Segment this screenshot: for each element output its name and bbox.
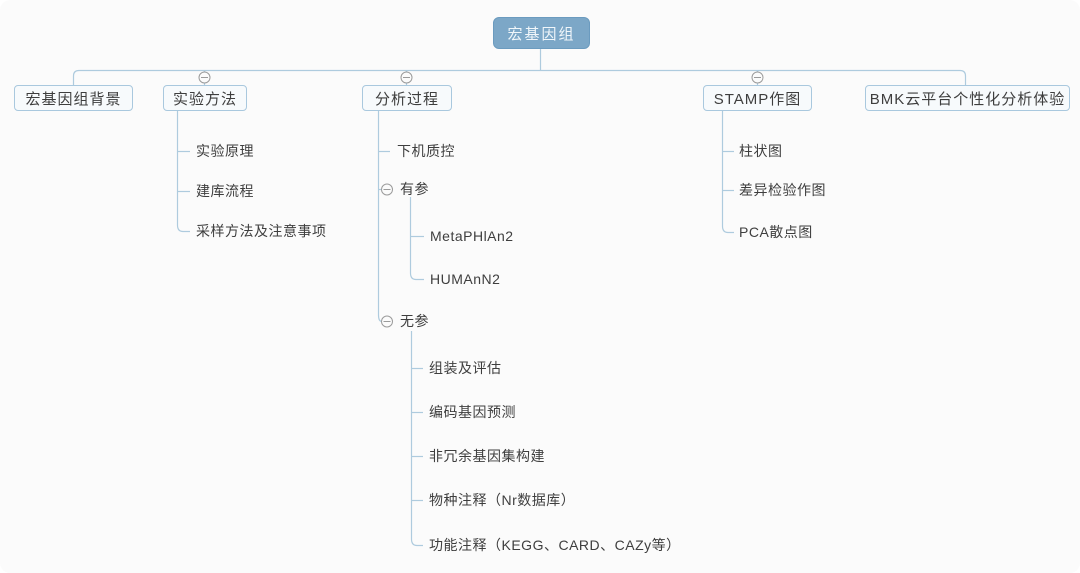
topic-root[interactable]: 宏基因组 [493,17,590,49]
topic-humann2[interactable]: HUMAnN2 [430,271,501,287]
topic-experiment-principle[interactable]: 实验原理 [196,143,254,159]
topic-reference-free[interactable]: 无参 [400,313,429,329]
topic-raw-data-qc[interactable]: 下机质控 [397,143,455,159]
topic-difference-test-plot[interactable]: 差异检验作图 [739,182,826,198]
topic-gene-prediction[interactable]: 编码基因预测 [429,404,516,420]
collapse-icon-experiment-method[interactable] [198,71,211,84]
topic-taxonomy-annotation[interactable]: 物种注释（Nr数据库） [429,492,576,508]
topic-nonredundant-geneset[interactable]: 非冗余基因集构建 [429,448,545,464]
topic-metaphlan2[interactable]: MetaPHlAn2 [430,228,514,244]
topic-metagenome-background[interactable]: 宏基因组背景 [14,85,133,111]
topic-bmk-cloud-platform[interactable]: BMK云平台个性化分析体验 [865,85,1070,111]
topic-library-construction[interactable]: 建库流程 [196,183,254,199]
topic-assembly-evaluation[interactable]: 组装及评估 [429,360,502,376]
collapse-icon-reference-based[interactable] [381,183,393,196]
topic-function-annotation[interactable]: 功能注释（KEGG、CARD、CAZy等） [429,537,681,553]
collapse-icon-analysis-process[interactable] [400,71,413,84]
collapse-icon-stamp-plotting[interactable] [751,71,764,84]
topic-sampling-method[interactable]: 采样方法及注意事项 [196,223,327,239]
topic-pca-scatter-plot[interactable]: PCA散点图 [739,224,813,240]
collapse-icon-reference-free[interactable] [381,315,393,328]
topic-stamp-plotting[interactable]: STAMP作图 [703,85,812,111]
topic-analysis-process[interactable]: 分析过程 [362,85,452,111]
topic-reference-based[interactable]: 有参 [400,181,429,197]
topic-bar-chart[interactable]: 柱状图 [739,143,783,159]
topic-experiment-method[interactable]: 实验方法 [163,85,247,111]
